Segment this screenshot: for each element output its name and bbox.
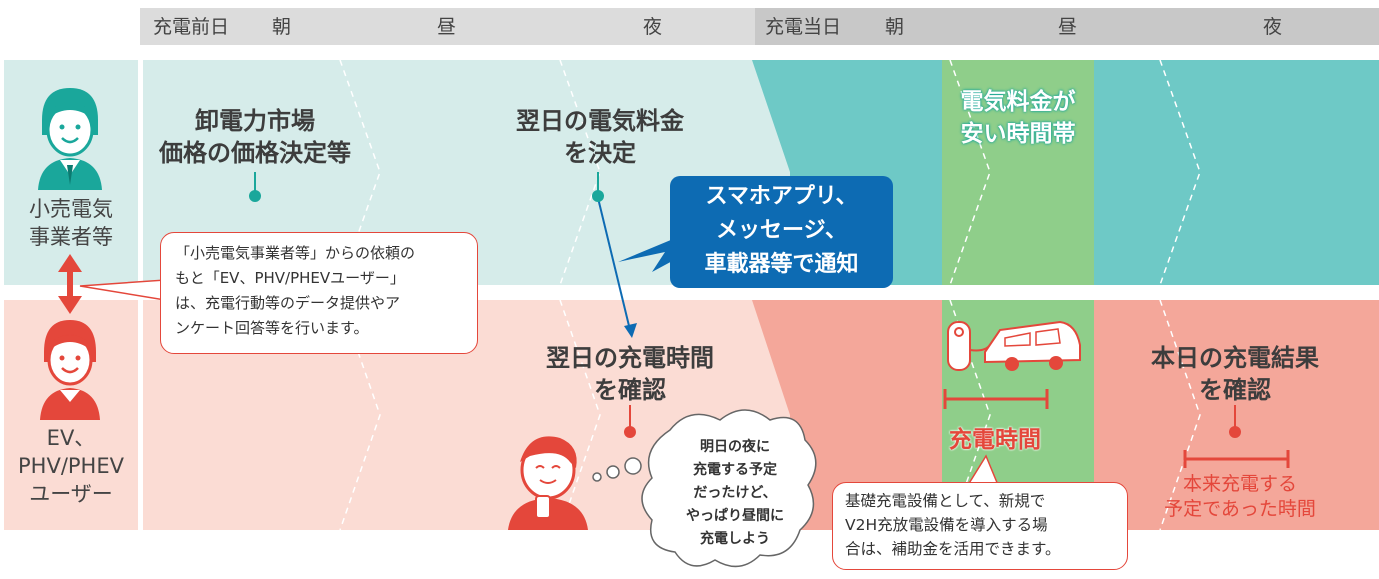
step-confirm-title: 翌日の充電時間 を確認 — [546, 344, 714, 404]
header-bar-day2 — [755, 8, 1379, 45]
notify-box: スマホアプリ、 メッセージ、 車載器等で通知 — [670, 176, 893, 288]
header-day2-morning: 朝 — [885, 16, 905, 38]
retailer-label: 小売電気 事業者等 — [29, 197, 113, 249]
header-day1-morning: 朝 — [272, 16, 292, 38]
cheap-period-title: 電気料金が 安い時間帯 — [960, 89, 1076, 147]
notify-arrow-line — [597, 197, 631, 331]
survey-callout: 「小売電気事業者等」からの依頼の もと「EV、PHV/PHEVユーザー」 は、充… — [160, 232, 478, 354]
notify-arrow-head — [624, 323, 637, 338]
retailer-avatar-icon — [38, 88, 102, 190]
cheap-band-top — [942, 60, 1094, 285]
v2h-callout: 基礎充電設備として、新規で V2H充放電設備を導入する場 合は、補助金を活用でき… — [832, 482, 1128, 570]
charging-time-label: 充電時間 — [949, 427, 1041, 453]
header-day2-label: 充電当日 — [765, 16, 842, 38]
header-day1-night: 夜 — [643, 16, 663, 38]
planned-time-bar — [1183, 450, 1290, 468]
header-bar-day1 — [140, 8, 755, 45]
header-day1-label: 充電前日 — [153, 16, 230, 38]
step-tariff-dot — [592, 190, 604, 202]
thought-cloud — [641, 409, 817, 568]
header-day2-noon: 昼 — [1058, 16, 1078, 38]
user-avatar-icon — [40, 320, 100, 420]
user-label: EV、 PHV/PHEV ユーザー — [18, 426, 124, 506]
step-market-title: 卸電力市場 価格の価格決定等 — [159, 107, 351, 167]
charging-time-bar — [943, 389, 1049, 409]
step-result-title: 本日の充電結果 を確認 — [1151, 344, 1319, 404]
planned-time-label: 本来充電する 予定であった時間 — [1164, 473, 1316, 520]
thinking-person-icon — [508, 436, 642, 530]
relation-arrow — [58, 254, 82, 314]
step-tariff-title: 翌日の電気料金 を決定 — [516, 107, 684, 167]
step-result-dot — [1229, 426, 1241, 438]
car-charger-icon — [947, 320, 1081, 371]
step-market-dot — [249, 190, 261, 202]
thought-text: 明日の夜に 充電する予定 だったけど、 やっぱり昼間に 充電しよう — [686, 439, 784, 547]
step-confirm-dot — [624, 426, 636, 438]
header-day1-noon: 昼 — [437, 16, 457, 38]
header-day2-night: 夜 — [1263, 16, 1283, 38]
